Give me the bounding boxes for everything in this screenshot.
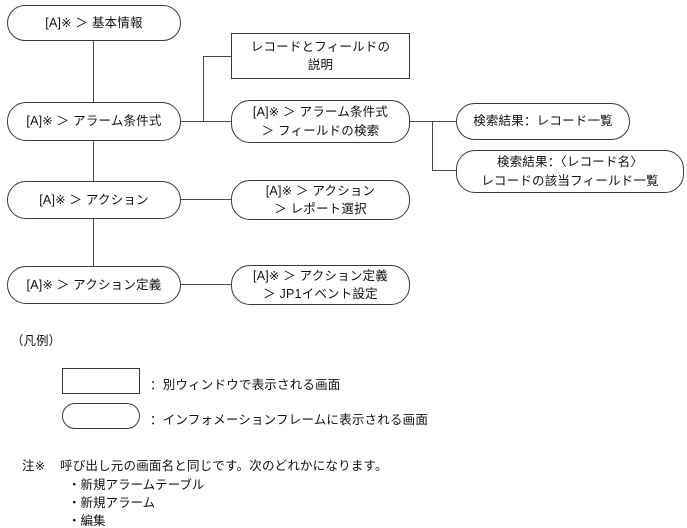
node-alarm-condition[interactable]: [A]※ ＞ アラーム条件式 — [7, 102, 181, 141]
connector-to-record-field-desc — [203, 56, 231, 58]
node-report-select-label: [A]※ ＞ アクション ＞ レポート選択 — [265, 183, 376, 216]
node-search-result-field-list-label: 検索結果：〈レコード名〉 レコードの該当フィールド一覧 — [481, 155, 659, 188]
node-search-result-record-list[interactable]: 検索結果：レコード一覧 — [456, 103, 630, 140]
connector-action-to-report-select — [180, 199, 231, 201]
note-bullet-3: ・編集 — [68, 514, 106, 528]
node-search-result-field-list[interactable]: 検索結果：〈レコード名〉 レコードの該当フィールド一覧 — [456, 150, 684, 193]
legend-title: （凡例） — [11, 334, 62, 348]
node-report-select[interactable]: [A]※ ＞ アクション ＞ レポート選択 — [231, 180, 410, 220]
legend-swatch-separate-window — [62, 368, 140, 394]
note-bullet-1: ・新規アラームテーブル — [68, 478, 205, 492]
connector-junction-vertical — [432, 121, 434, 171]
node-jp1-event-setting[interactable]: [A]※ ＞ アクション定義 ＞ JP1イベント設定 — [231, 265, 410, 305]
legend-label-information-frame: ：インフォメーションフレームに表示される画面 — [150, 413, 429, 427]
node-jp1-event-setting-label: [A]※ ＞ アクション定義 ＞ JP1イベント設定 — [253, 268, 388, 301]
connector-junction-to-record-list — [432, 121, 456, 123]
note-bullet-2: ・新規アラーム — [68, 496, 156, 510]
node-action-definition[interactable]: [A]※ ＞ アクション定義 — [7, 266, 181, 304]
note-text: 呼び出し元の画面名と同じです。次のどれかになります。 — [60, 459, 388, 473]
connector-alarm-to-action — [93, 141, 95, 181]
connector-basic-to-alarm — [93, 40, 95, 102]
node-record-field-description-label: レコードとフィールドの 説明 — [250, 39, 391, 72]
connector-alarm-to-field-search — [180, 121, 231, 123]
node-action[interactable]: [A]※ ＞ アクション — [7, 181, 181, 219]
node-search-result-record-list-label: 検索結果：レコード一覧 — [473, 114, 613, 129]
connector-junction-to-field-list — [432, 170, 456, 172]
node-action-definition-label: [A]※ ＞ アクション定義 — [26, 277, 162, 292]
node-basic-info-label: [A]※ ＞ 基本情報 — [45, 15, 143, 30]
connector-field-search-right-stub — [409, 121, 433, 123]
legend-swatch-information-frame — [62, 403, 140, 429]
node-field-search[interactable]: [A]※ ＞ アラーム条件式 ＞ フィールドの検索 — [231, 100, 410, 143]
connector-action-to-actiondef — [93, 219, 95, 266]
node-field-search-label: [A]※ ＞ アラーム条件式 ＞ フィールドの検索 — [252, 105, 389, 138]
connector-actiondef-to-jp1event — [180, 284, 231, 286]
node-basic-info[interactable]: [A]※ ＞ 基本情報 — [7, 5, 181, 41]
note-marker: 注※ — [22, 459, 46, 473]
node-record-field-description[interactable]: レコードとフィールドの 説明 — [231, 33, 410, 79]
node-alarm-condition-label: [A]※ ＞ アラーム条件式 — [26, 114, 162, 129]
node-action-label: [A]※ ＞ アクション — [39, 192, 149, 207]
legend-label-separate-window: ：別ウィンドウで表示される画面 — [150, 378, 341, 392]
connector-elbow-vertical-upper — [203, 56, 205, 122]
